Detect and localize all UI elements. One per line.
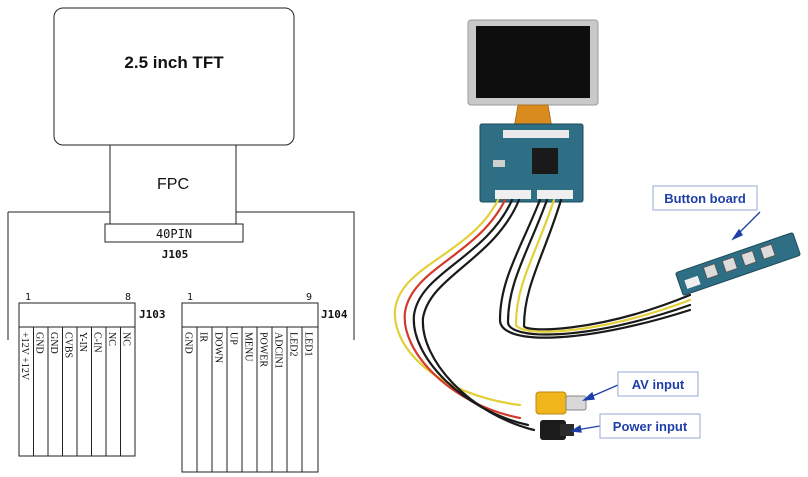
power-input-callout-box xyxy=(599,413,701,439)
j103-label: J103 xyxy=(139,308,166,321)
j103-header-box xyxy=(18,302,136,328)
j104-pin-label: UP xyxy=(228,332,239,345)
board-crystal xyxy=(493,160,505,167)
j104-pin-label: POWER xyxy=(258,332,269,367)
button-board-callout-box xyxy=(652,185,758,211)
j104-pin-label: LED1 xyxy=(303,332,314,356)
av-power-cable xyxy=(393,198,536,432)
board-outline xyxy=(7,211,355,340)
j103-pin-label: C-IN xyxy=(92,332,103,353)
connector-40pin-label: 40PIN xyxy=(156,227,192,241)
button-board-cable xyxy=(498,198,692,339)
j104-first-pin-number: 1 xyxy=(187,292,193,303)
j104-pin-label: ADCIN1 xyxy=(273,332,284,369)
driver-board xyxy=(479,123,584,203)
fpc-box xyxy=(109,144,237,225)
connector-40pin-box xyxy=(104,223,244,243)
j104-last-pin-number: 9 xyxy=(306,292,312,303)
j103-pin-label: NC xyxy=(121,332,132,346)
callout-arrows xyxy=(570,211,761,433)
board-ffc-connector xyxy=(503,130,569,138)
rca-connector xyxy=(535,391,587,415)
power-input-label: Power input xyxy=(613,419,688,434)
j104-pin-label: DOWN xyxy=(213,332,224,363)
tft-label: 2.5 inch TFT xyxy=(124,53,224,72)
j104-pin-label: MENU xyxy=(243,332,254,362)
j104-pin-label: GND xyxy=(183,332,194,354)
j103-first-pin-number: 1 xyxy=(25,292,31,303)
j104-pin-dividers xyxy=(196,327,303,472)
dc-power-connector xyxy=(540,420,574,440)
j104-header-box xyxy=(181,302,319,328)
tft-panel-box xyxy=(53,7,295,146)
j103-pin-label: +12V +12V xyxy=(19,332,30,381)
j103-pin-label: GND xyxy=(34,332,45,354)
j104-label: J104 xyxy=(321,308,348,321)
button-board xyxy=(675,232,801,296)
j104-pin-labels: GND IR DOWN UP MENU POWER ADCIN1 LED2 LE… xyxy=(183,332,314,369)
av-input-callout-box xyxy=(617,371,699,397)
j105-label: J105 xyxy=(162,248,189,261)
j103-pin-label: GND xyxy=(48,332,59,354)
j103-pin-label: Y-IN xyxy=(77,332,88,352)
schematic xyxy=(7,7,355,473)
j103-pin-labels: +12V +12V GND GND CVBS Y-IN C-IN NC NC xyxy=(19,332,132,381)
j103-pin-dividers xyxy=(33,327,121,456)
j104-pin-label: LED2 xyxy=(288,332,299,356)
j104-pin-box xyxy=(181,326,319,473)
j103-pin-label: CVBS xyxy=(63,332,74,358)
button-board-label: Button board xyxy=(664,191,746,206)
board-main-chip xyxy=(532,148,558,174)
j103-last-pin-number: 8 xyxy=(125,292,131,303)
board-header-right xyxy=(537,190,573,199)
product-photo xyxy=(393,19,801,440)
av-input-label: AV input xyxy=(632,377,685,392)
tft-screen-glass xyxy=(476,26,590,98)
j104-pin-label: IR xyxy=(198,332,209,342)
j103-pin-label: NC xyxy=(106,332,117,346)
board-header-left xyxy=(495,190,531,199)
fpc-label: FPC xyxy=(157,176,189,193)
